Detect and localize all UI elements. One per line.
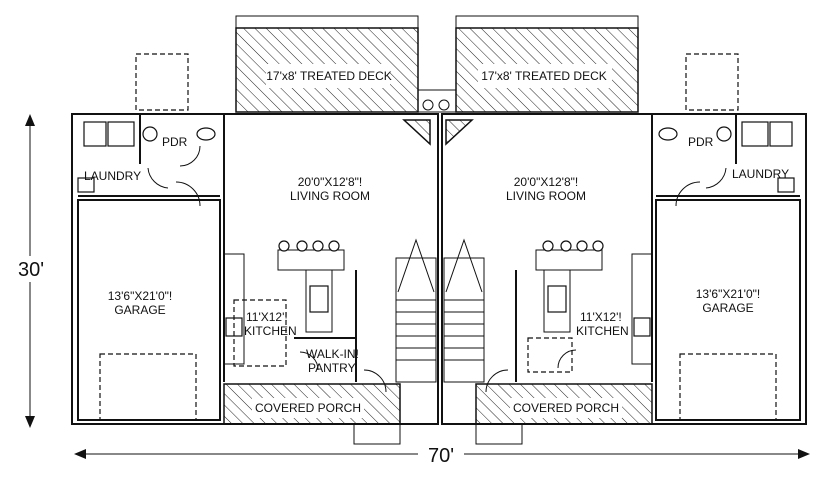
porch-left-step — [353, 423, 401, 445]
kitchen-counter — [631, 253, 653, 365]
height-label: 30' — [18, 259, 44, 281]
deck-left-label-bg — [266, 64, 390, 88]
garage-left-dim: 13'6"X21'0"! — [108, 289, 172, 303]
living-left-dim: 20'0"X12'8"! — [298, 175, 362, 189]
pdr-right-label: PDR — [688, 135, 714, 149]
stool-icon — [592, 240, 604, 252]
range-icon — [633, 317, 651, 337]
unit-left-outline — [71, 113, 439, 425]
width-label: 70' — [428, 445, 454, 467]
pantry-line2: PANTRY — [308, 361, 356, 375]
width-label-bg — [418, 444, 464, 468]
arrow-left-icon — [74, 449, 86, 459]
ac-units — [417, 89, 457, 113]
arrow-right-icon — [798, 449, 810, 459]
door-swing — [485, 369, 509, 393]
stair-right — [443, 257, 485, 383]
porch-left-label-bg — [252, 398, 364, 418]
kitchen-sink-icon — [309, 285, 329, 313]
utility-sink-icon — [777, 177, 795, 193]
kitchen-left-dim: 11'X12'! — [246, 310, 288, 324]
laundry-right-label: LAUNDRY — [732, 167, 789, 181]
porch-right-step — [475, 423, 523, 445]
garage-left-car — [99, 353, 197, 421]
deck-right-label: 17'x8' TREATED DECK — [481, 69, 607, 83]
garage-right-name: GARAGE — [702, 301, 753, 315]
garage-right-car — [679, 353, 777, 421]
kitchen-sink-icon — [547, 285, 567, 313]
garage-left-name: GARAGE — [114, 303, 165, 317]
garage-right-dim: 13'6"X21'0"! — [696, 287, 760, 301]
fireplace-right — [445, 119, 474, 146]
living-left-name: LIVING ROOM — [290, 189, 370, 203]
sink-icon — [716, 126, 732, 142]
utility-sink-icon — [77, 177, 95, 193]
dryer-icon — [107, 121, 135, 147]
pdr-left-label: PDR — [162, 135, 188, 149]
door-swing — [147, 167, 169, 189]
porch-right-label: COVERED PORCH — [513, 401, 619, 415]
kitchen-right-name: KITCHEN — [576, 324, 629, 338]
porch-left-label: COVERED PORCH — [255, 401, 361, 415]
deck-left-rail — [235, 15, 419, 29]
door-swing — [179, 145, 201, 167]
washer-icon — [83, 121, 107, 147]
door-swing — [557, 349, 577, 369]
porch-right-label-bg — [510, 398, 622, 418]
arrow-up-icon — [25, 114, 35, 126]
kitchen-island — [277, 249, 345, 271]
door-swing — [705, 167, 727, 189]
stool-icon — [576, 240, 588, 252]
stair-left — [395, 257, 437, 383]
pantry-line1: WALK-IN! — [306, 347, 359, 361]
laundry-left-label: LAUNDRY — [84, 169, 141, 183]
stool-icon — [312, 240, 324, 252]
door-swing — [299, 351, 319, 371]
living-right-name: LIVING ROOM — [506, 189, 586, 203]
ac-unit-icon — [438, 99, 450, 111]
kitchen-right-dim: 11'X12'! — [580, 310, 622, 324]
fridge-area — [527, 337, 573, 373]
sink-icon — [142, 126, 158, 142]
height-label-bg — [16, 256, 46, 282]
pad-right — [685, 53, 739, 111]
deck-left-label: 17'x8' TREATED DECK — [266, 69, 392, 83]
kitchen-counter-island — [305, 269, 333, 333]
door-swing — [175, 181, 201, 207]
stool-icon — [560, 240, 572, 252]
ac-unit-icon — [422, 99, 434, 111]
dryer-icon — [741, 121, 769, 147]
kitchen-left-name: KITCHEN — [244, 324, 297, 338]
stool-icon — [542, 240, 554, 252]
kitchen-counter-island — [543, 269, 571, 333]
unit-right-outline — [441, 113, 807, 425]
arrow-down-icon — [25, 416, 35, 428]
living-right-dim: 20'0"X12'8"! — [514, 175, 578, 189]
door-swing — [675, 181, 701, 207]
stool-icon — [296, 240, 308, 252]
stool-icon — [278, 240, 290, 252]
fridge-area — [233, 299, 287, 367]
fireplace-left — [402, 119, 431, 146]
pad-left — [135, 53, 189, 111]
stair-treads — [396, 238, 484, 361]
deck-right-rail — [455, 15, 639, 29]
toilet-icon — [658, 127, 678, 141]
toilet-icon — [196, 127, 216, 141]
stool-icon — [328, 240, 340, 252]
deck-right-label-bg — [478, 64, 612, 88]
washer-icon — [769, 121, 793, 147]
kitchen-island — [535, 249, 603, 271]
